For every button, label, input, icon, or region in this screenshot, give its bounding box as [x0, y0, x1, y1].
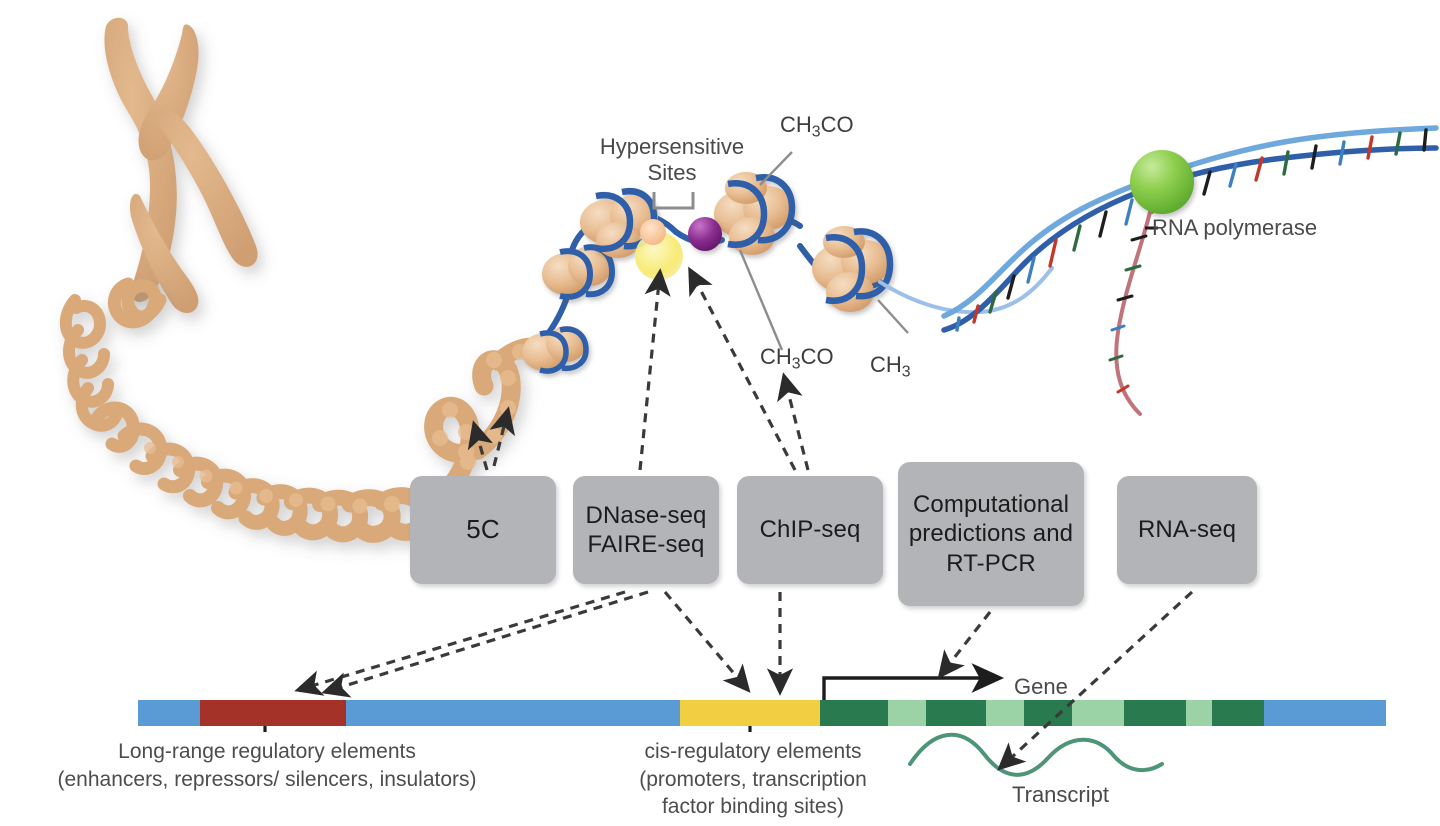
methyl-leader: [877, 299, 909, 334]
dna-base-pairs: [955, 128, 1428, 332]
arrow-5c-to-chromatin-b: [489, 406, 515, 467]
genome-segment-intron-4: [1186, 700, 1212, 726]
gene-label: Gene: [1014, 674, 1068, 699]
genome-segment-cis-regulatory-element: [680, 700, 820, 726]
long-range-caption: Long-range regulatory elements (enhancer…: [57, 740, 477, 791]
method-box-label: RNA-seq: [1137, 516, 1237, 544]
arrow-chip-to-histone-mark: [688, 266, 797, 471]
genome-segment-long-range-element: [200, 700, 346, 726]
genome-segment-exon-1: [820, 700, 888, 726]
method-box-chip[interactable]: ChIP-seq: [737, 476, 883, 584]
acetyl-top-leader: [759, 151, 793, 186]
arrow-dnase-to-hypersensitive: [638, 268, 671, 471]
transcript-squiggle: [908, 732, 1164, 777]
nucleosome-group: [522, 172, 894, 374]
rna-polymerase-label: RNA polymerase: [1152, 215, 1318, 240]
nucleosome: [812, 226, 894, 312]
acetyl-top-label: CH3CO: [780, 112, 854, 141]
hypersensitive-bracket: [652, 192, 695, 210]
nucleosome: [542, 244, 616, 300]
nucleosome: [714, 172, 796, 255]
methyl-label: CH3: [870, 352, 911, 381]
method-box-label: Computational predictions and RT-PCR: [908, 491, 1074, 577]
genome-segment-exon-5: [1212, 700, 1264, 726]
transcript-label: Transcript: [1012, 782, 1109, 807]
genome-track: [0, 700, 1440, 726]
genome-segment-exon-4: [1124, 700, 1186, 726]
open-chromatin-highlight: [635, 232, 683, 280]
nucleosome: [522, 326, 589, 374]
method-box-5c[interactable]: 5C: [410, 476, 556, 584]
acetyl-bottom-label: CH3CO: [760, 344, 834, 373]
genome-segment-intergenic-mid: [346, 700, 680, 726]
arrow-rnaseq-to-transcript: [997, 590, 1194, 771]
peach-mark: [640, 219, 666, 245]
genome-segment-intron-1: [888, 700, 926, 726]
nascent-rna-strand: [1108, 210, 1152, 416]
method-box-computational[interactable]: Computational predictions and RT-PCR: [898, 462, 1084, 606]
cis-regulatory-caption: cis-regulatory elements (promoters, tran…: [639, 740, 867, 819]
method-box-label: 5C: [466, 514, 500, 545]
arrow-5c-to-long-range: [294, 590, 626, 696]
chromosome-illustration: [104, 17, 258, 313]
genome-segment-intron-2: [986, 700, 1024, 726]
hypersensitive-site-marks: [635, 217, 722, 280]
genome-segment-exon-3: [1024, 700, 1072, 726]
nucleosome: [580, 187, 658, 258]
acetyl-bottom-leader: [738, 249, 784, 351]
method-box-rna[interactable]: RNA-seq: [1117, 476, 1257, 584]
purple-histone-mark: [688, 217, 722, 251]
arrow-chip-to-acetyl-label: [777, 372, 810, 471]
method-box-dnase-faire[interactable]: DNase-seq FAIRE-seq: [573, 476, 719, 584]
arrow-computational-to-gene: [937, 611, 992, 680]
hypersensitive-sites-label: Hypersensitive Sites: [599, 134, 745, 186]
genome-segment-intron-3: [1072, 700, 1124, 726]
arrow-5c-to-chromatin-a: [467, 420, 494, 471]
mark-leader-lines: [738, 151, 909, 351]
rna-polymerase-icon: [1130, 150, 1194, 214]
genome-segment-exon-2: [926, 700, 986, 726]
genome-segment-intergenic-left: [138, 700, 200, 726]
method-box-label: DNase-seq FAIRE-seq: [585, 501, 707, 558]
arrow-dnase-to-long-range: [321, 590, 649, 698]
arrow-dnase-to-cis-regulatory: [663, 590, 751, 693]
genome-segment-intergenic-right: [1264, 700, 1386, 726]
method-box-label: ChIP-seq: [759, 516, 861, 544]
